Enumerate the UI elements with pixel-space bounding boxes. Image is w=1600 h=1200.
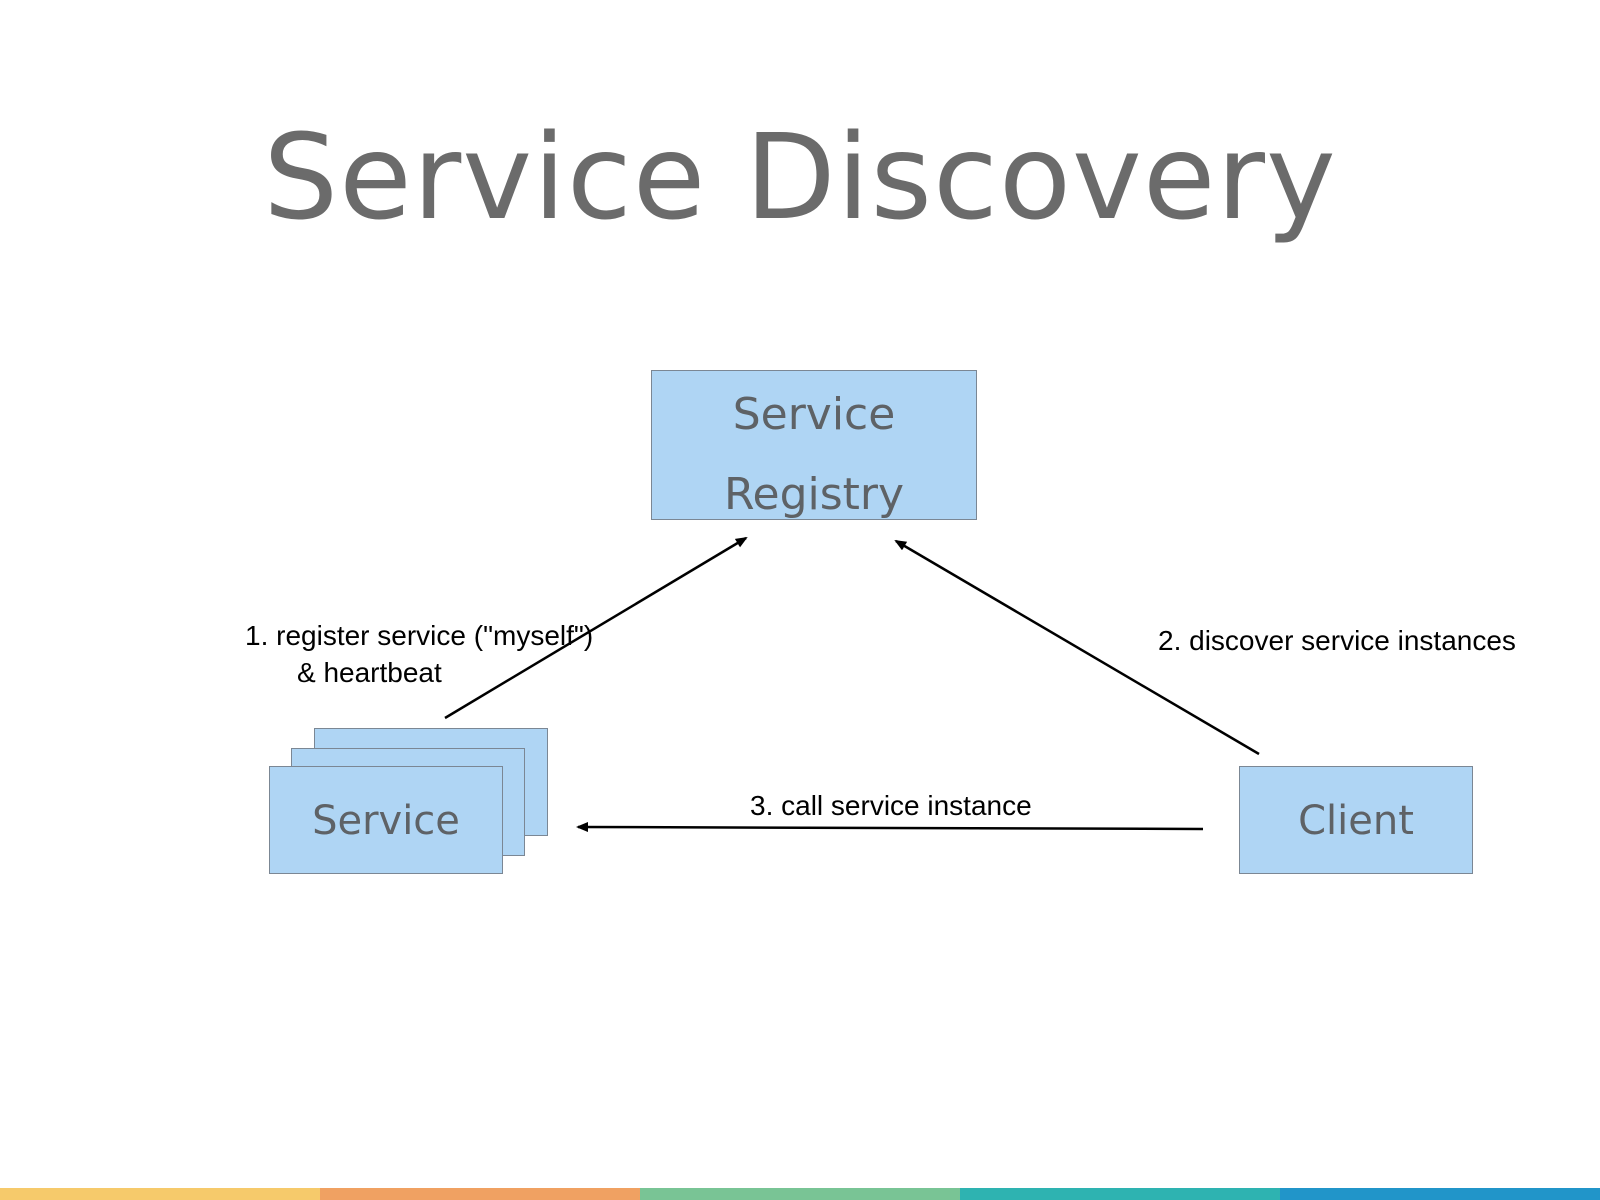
service-registry-label: Service Registry — [652, 375, 976, 520]
footer-segment — [640, 1188, 960, 1200]
client-box: Client — [1239, 766, 1473, 874]
call-arrow — [576, 822, 1204, 833]
service-registry-label-line2: Registry — [723, 469, 905, 520]
service-label: Service — [312, 798, 460, 844]
footer-segment — [1280, 1188, 1600, 1200]
slide-title: Service Discovery — [263, 108, 1337, 246]
client-label: Client — [1298, 798, 1414, 844]
register-edge-label-line1: 1. register service ("myself") — [245, 620, 594, 651]
service-registry-label-line1: Service — [732, 389, 896, 440]
footer-segment — [960, 1188, 1280, 1200]
service-registry-box: Service Registry — [651, 370, 977, 520]
footer-segment — [0, 1188, 320, 1200]
service-instance-card-front: Service — [269, 766, 503, 874]
footer-segment — [320, 1188, 640, 1200]
register-edge-label-line2: & heartbeat — [297, 657, 442, 688]
discover-edge-label: 2. discover service instances — [1158, 625, 1516, 656]
footer-color-bar — [0, 1188, 1600, 1200]
call-edge-label: 3. call service instance — [750, 790, 1032, 821]
